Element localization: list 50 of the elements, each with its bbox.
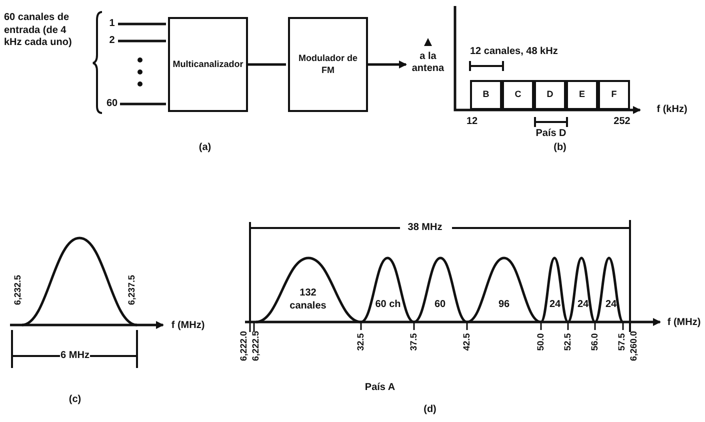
label-text: 50.0 [536,333,546,351]
label-text: (a) [198,142,212,154]
label-text: 6,222.0 [240,330,248,362]
label-text: 56.0 [590,333,600,351]
input-number: a la antena [408,50,448,76]
label-text: 52.5 [564,333,572,351]
label-text: 132 canales [288,288,328,312]
label-text: 38 MHz [408,222,442,234]
label-text: 37.5 [410,333,418,351]
label-text: 6,222.5 [252,330,260,362]
process-box: Modulador de FM [288,17,368,112]
connector-line [118,22,166,26]
label-text: 12 [466,116,478,128]
label-text: 60 canales de entrada (de 4 kHz cada uno) [4,12,73,50]
label-text: 24 [605,298,617,312]
label-text: 6,232.5 [14,274,22,306]
label-text: f (kHz) [656,104,688,116]
label-text: (d) [424,404,436,416]
input-number: 2 [106,34,118,48]
band-box: E [566,80,598,110]
label-text: f (MHz) [667,316,701,330]
band-box: D [534,80,566,110]
label-text: 42.5 [462,333,472,351]
label-text: (b) [554,142,566,154]
label-text: 24 [549,298,561,312]
input-number: 60 [104,97,120,111]
label-text: 6 MHz [60,350,90,362]
arrow [368,60,407,68]
connector-line [120,102,166,106]
connector-line [248,63,286,66]
input-number: 1 [106,17,118,31]
label-text: 24 [577,298,589,312]
label-text: 6,237.5 [128,274,136,306]
band-box: F [598,80,630,110]
label-text: País A [364,382,396,394]
band-box: B [470,80,502,110]
label-text: 12 canales, 48 kHz [470,46,558,58]
label-text: 57.5 [618,333,626,351]
label-text: (c) [68,394,82,406]
label-text: 60 ch [375,298,401,312]
label-text: 32.5 [356,333,366,351]
label-text: 96 [498,298,510,312]
label-text: f (MHz) [171,320,205,332]
label-text: 60 [434,298,446,312]
process-box: Multicanalizador [168,17,248,112]
connector-line [118,40,166,42]
label-text: 6,260.0 [630,330,638,362]
band-box: C [502,80,534,110]
label-text: País D [536,128,566,140]
label-text: 252 [614,116,630,128]
